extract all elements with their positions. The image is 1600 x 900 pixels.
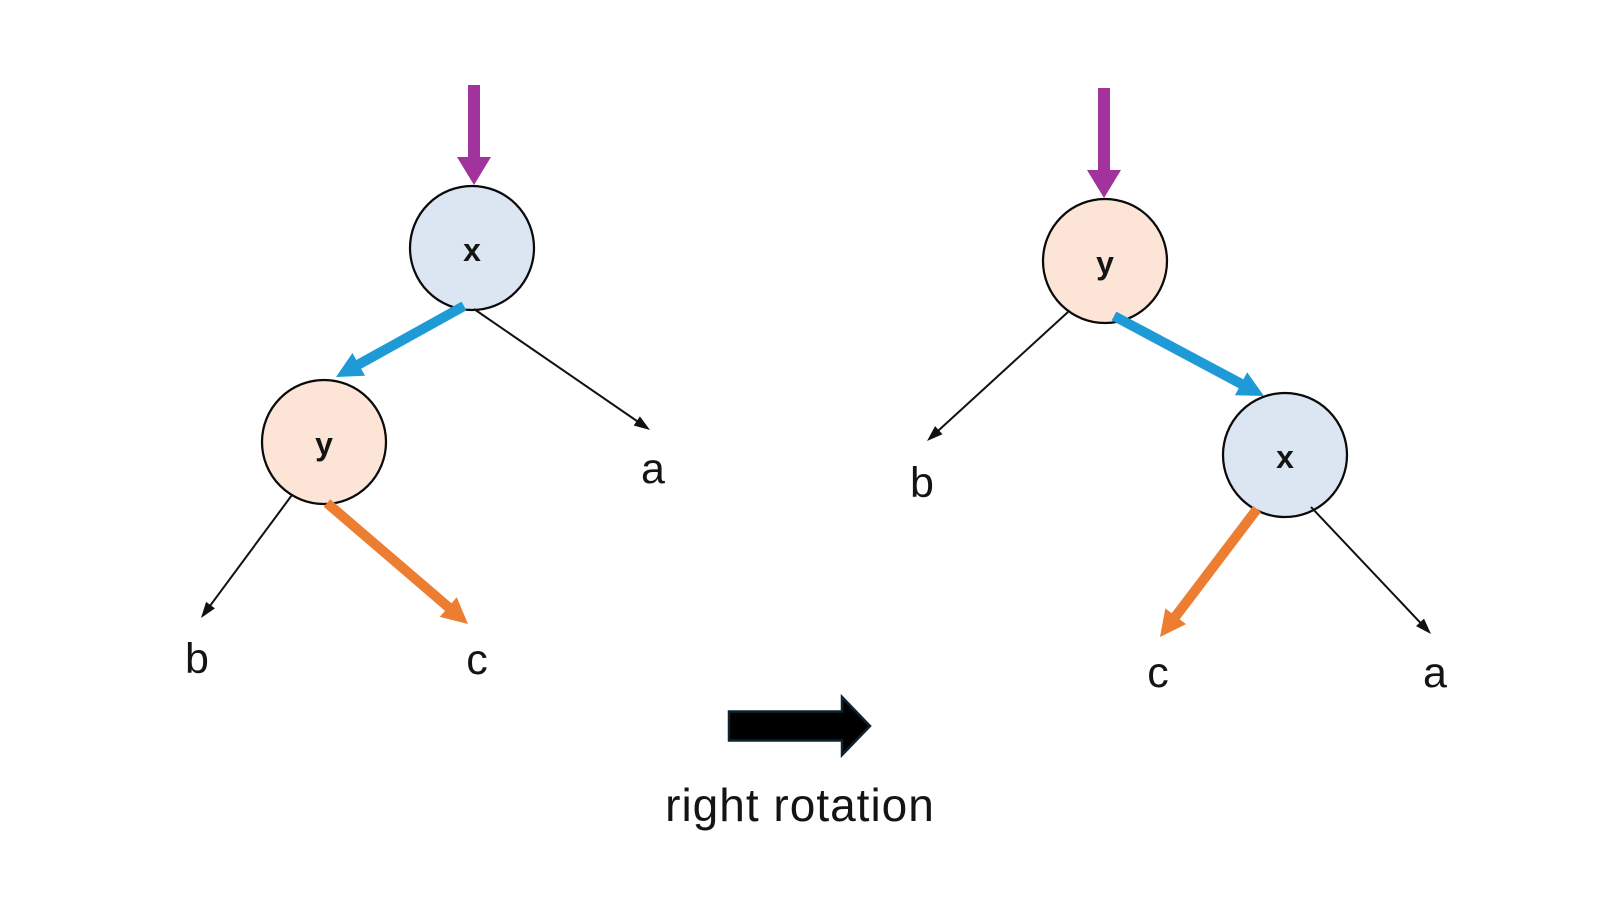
entry-pointer-arrow-head (1087, 170, 1121, 198)
edge-y-to-b-head (927, 426, 943, 441)
edge-y-to-c-head (439, 597, 468, 624)
edge-x-to-a-head (1416, 618, 1431, 634)
tree-node-y (260, 378, 388, 506)
edge-x-to-a-shaft (1310, 506, 1426, 628)
node-label-x: x (1276, 439, 1294, 475)
edge-y-to-x-head (1234, 372, 1264, 396)
tree-node-y (1041, 197, 1169, 325)
edge-x-to-c-head (1160, 608, 1187, 637)
tree-node-x (1221, 391, 1349, 519)
node-label-y: y (315, 426, 333, 462)
edge-x-to-y-shaft (347, 301, 467, 374)
leaf-label-before-rotation-a: a (641, 445, 665, 493)
leaf-label-before-rotation-c: c (466, 636, 488, 684)
leaf-label-after-rotation-a: a (1423, 649, 1447, 697)
leaf-label-after-rotation-c: c (1147, 649, 1169, 697)
leaf-label-before-rotation-b: b (185, 635, 209, 683)
edge-x-to-a-shaft (473, 308, 643, 426)
node-label-y: y (1096, 245, 1114, 281)
right-rotation-block-arrow (727, 693, 872, 759)
node-label-x: x (463, 232, 481, 268)
edge-y-to-b-shaft (933, 311, 1069, 436)
tree-node-x (408, 184, 536, 312)
edge-y-to-x-shaft (1111, 311, 1253, 394)
rotation-caption: right rotation (665, 779, 935, 831)
edge-y-to-c-shaft (323, 499, 460, 618)
edge-x-to-a-head (633, 416, 650, 430)
leaf-label-after-rotation-b: b (910, 459, 934, 507)
edge-x-to-y-head (336, 353, 366, 377)
entry-pointer-arrow-head (457, 157, 491, 185)
edge-x-to-c-shaft (1165, 505, 1261, 628)
edge-y-to-b-head (201, 601, 215, 618)
edge-y-to-b-shaft (205, 494, 293, 611)
tree-before-rotation: x y b c a (185, 85, 665, 684)
tree-after-rotation: y x b c a (910, 88, 1447, 697)
